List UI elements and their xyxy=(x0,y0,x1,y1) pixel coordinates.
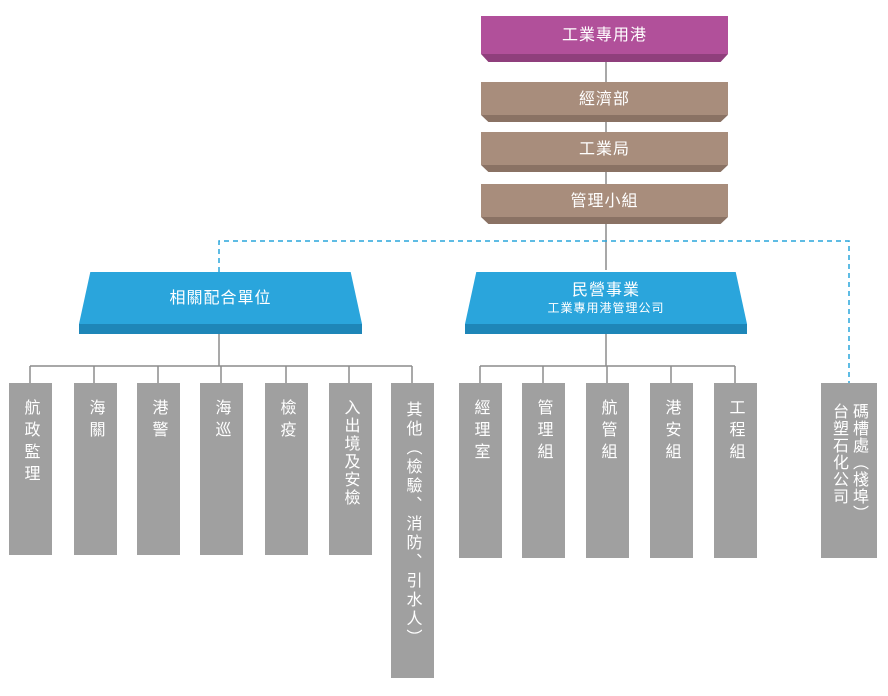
unit-label: 航政監理 xyxy=(21,399,41,487)
unit-port-police: 港警 xyxy=(137,383,180,555)
top-node: 工業專用港 xyxy=(481,16,728,62)
unit-maritime-supervision: 航政監理 xyxy=(9,383,52,555)
left-group-node: 相關配合單位 xyxy=(79,272,362,334)
unit-others: 其他︵檢驗、消防、引水人︶ xyxy=(391,383,434,678)
unit-manager-office: 經理室 xyxy=(459,383,502,558)
unit-engineering-section: 工程組 xyxy=(714,383,757,558)
unit-coast-guard: 海巡 xyxy=(200,383,243,555)
unit-label: 海巡 xyxy=(212,399,232,443)
right-group-sublabel: 工業專用港管理公司 xyxy=(547,301,665,315)
unit-label-col2: 碼槽處︵棧埠︶ xyxy=(850,403,869,522)
unit-formosa-petrochemical: 台塑石化公司 碼槽處︵棧埠︶ xyxy=(821,383,877,558)
unit-label-col1: 台塑石化公司 xyxy=(830,403,849,505)
right-group-label: 民營事業 xyxy=(571,280,640,299)
chain-node-bureau: 工業局 xyxy=(481,132,728,172)
unit-customs: 海關 xyxy=(74,383,117,555)
unit-label: 港安組 xyxy=(662,399,682,465)
unit-quarantine: 檢疫 xyxy=(265,383,308,555)
unit-management-section: 管理組 xyxy=(522,383,565,558)
chain-node-management-team: 管理小組 xyxy=(481,184,728,224)
unit-port-safety-section: 港安組 xyxy=(650,383,693,558)
unit-navigation-section: 航管組 xyxy=(586,383,629,558)
unit-label: 港警 xyxy=(149,399,169,443)
unit-label: 經理室 xyxy=(471,399,491,465)
left-group-label: 相關配合單位 xyxy=(169,288,272,307)
unit-label: 航管組 xyxy=(598,399,618,465)
unit-label: 管理組 xyxy=(534,399,554,465)
unit-label: 入出境及安檢 xyxy=(341,399,361,507)
chain-node-management-team-label: 管理小組 xyxy=(570,190,639,210)
top-node-label: 工業專用港 xyxy=(561,25,647,44)
right-group-node: 民營事業 工業專用港管理公司 xyxy=(465,272,747,334)
unit-label: 其他︵檢驗、消防、引水人︶ xyxy=(403,401,423,648)
chain-node-ministry-label: 經濟部 xyxy=(578,88,630,108)
chain-node-bureau-label: 工業局 xyxy=(578,138,630,158)
unit-immigration-security: 入出境及安檢 xyxy=(329,383,372,555)
unit-label: 海關 xyxy=(86,399,106,443)
chain-node-ministry: 經濟部 xyxy=(481,82,728,122)
unit-label: 工程組 xyxy=(726,399,746,465)
unit-label: 檢疫 xyxy=(277,399,297,443)
